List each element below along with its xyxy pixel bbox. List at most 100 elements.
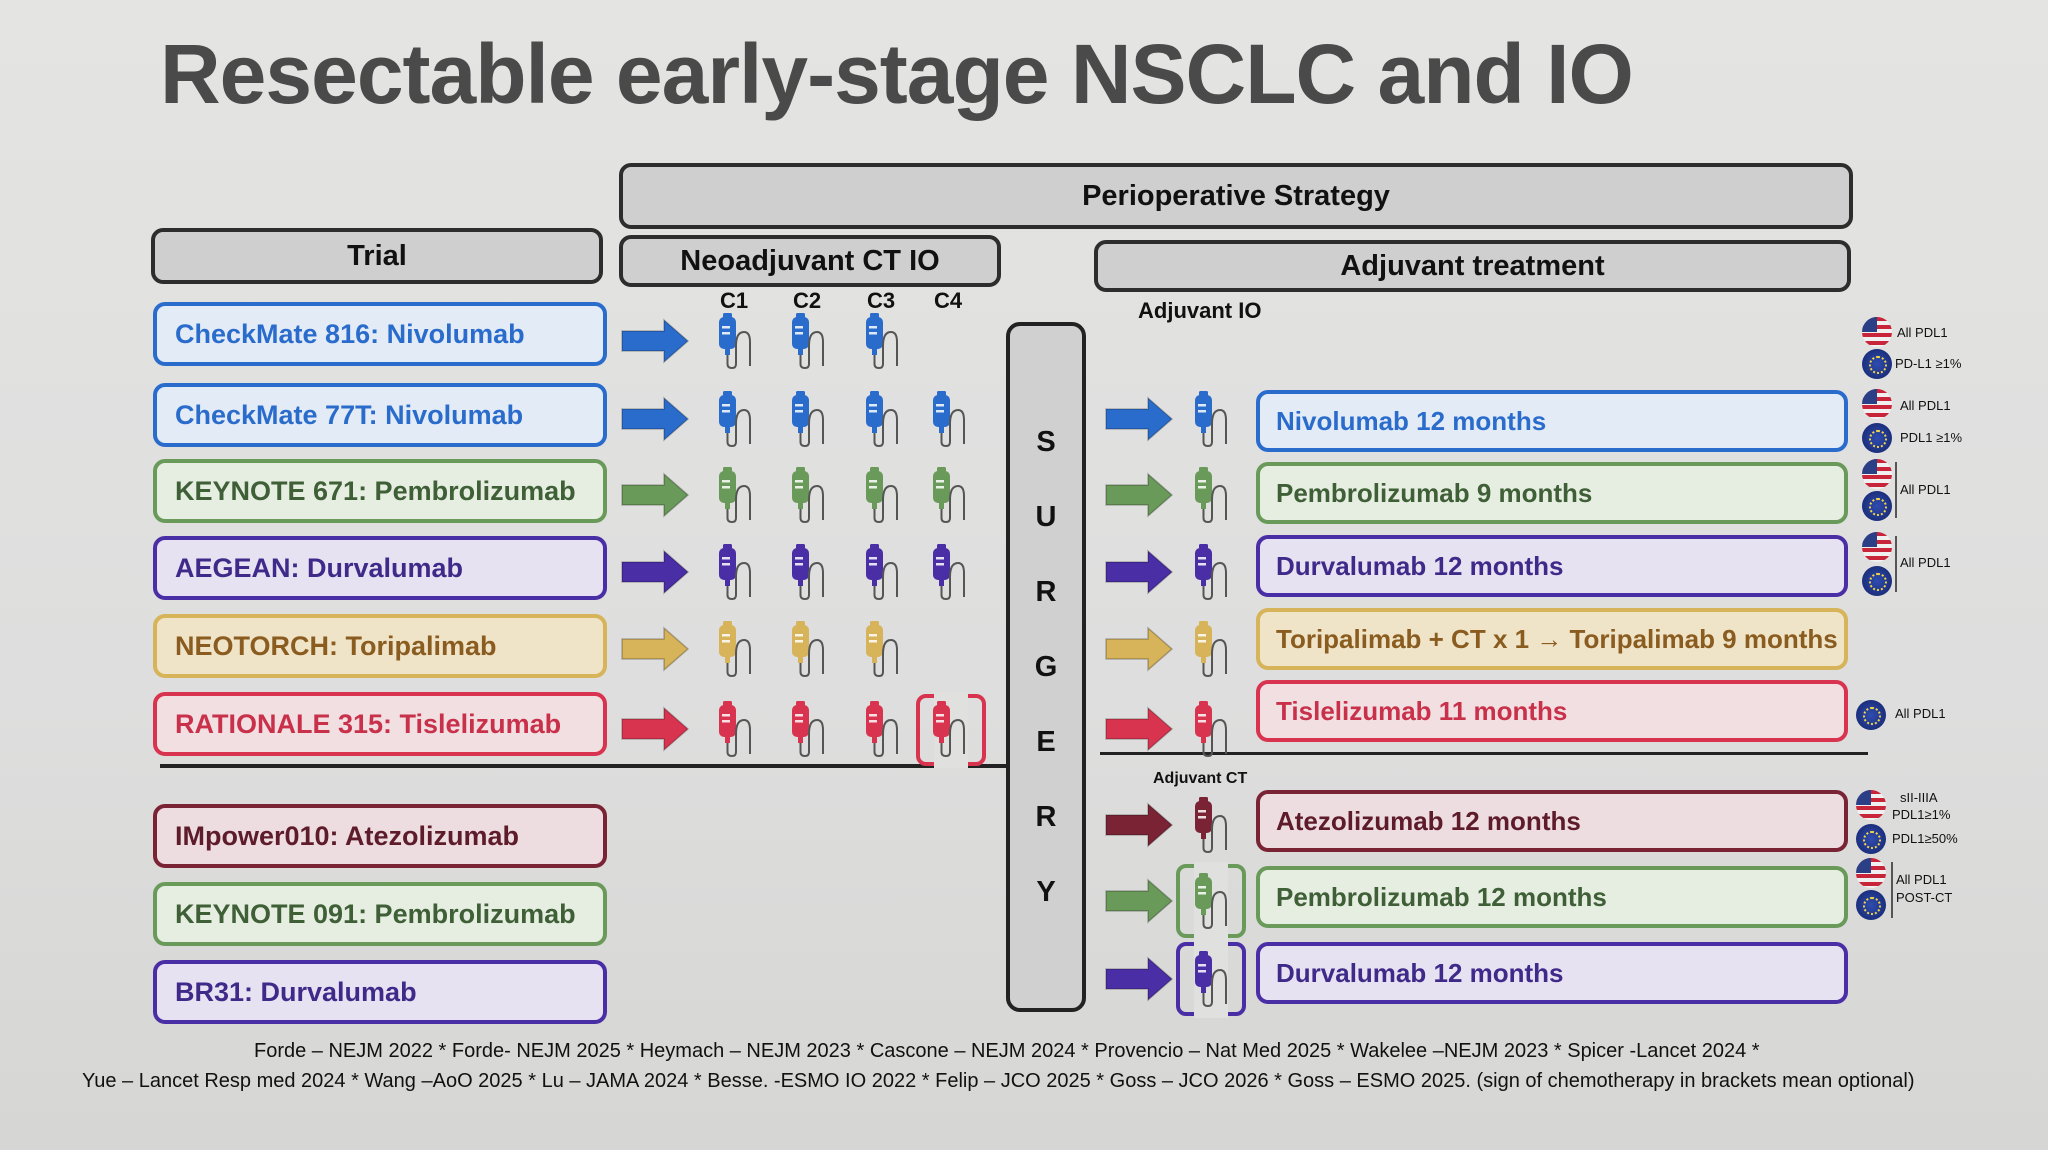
iv-drip-icon bbox=[719, 544, 751, 601]
header-neoadjuvant: Neoadjuvant CT IO bbox=[619, 235, 1001, 287]
iv-drip-icon bbox=[719, 467, 751, 524]
eu-flag-icon bbox=[1862, 349, 1892, 379]
surgery-letter: E bbox=[1036, 726, 1056, 758]
iv-drip-icon bbox=[866, 313, 898, 370]
arrow-icon bbox=[1105, 706, 1174, 752]
trial-rationale-315: RATIONALE 315: Tislelizumab bbox=[153, 692, 607, 756]
section-divider-right bbox=[1100, 752, 1868, 755]
iv-drip-icon bbox=[792, 391, 824, 448]
slide-title: Resectable early-stage NSCLC and IO bbox=[160, 27, 1634, 121]
cycle-label-c3: C3 bbox=[866, 288, 896, 313]
trial-keynote-671: KEYNOTE 671: Pembrolizumab bbox=[153, 459, 607, 523]
us-flag-icon bbox=[1862, 532, 1892, 562]
cycle-label-c1: C1 bbox=[719, 288, 749, 313]
arrow-icon bbox=[1105, 956, 1174, 1002]
iv-drip-icon bbox=[792, 467, 824, 524]
trial-checkmate-816: CheckMate 816: Nivolumab bbox=[153, 302, 607, 366]
pdl1-note: POST-CT bbox=[1896, 890, 1953, 905]
iv-drip-icon bbox=[792, 621, 824, 678]
iv-drip-icon bbox=[866, 621, 898, 678]
iv-drip-icon bbox=[933, 701, 965, 758]
iv-drip-icon bbox=[792, 313, 824, 370]
iv-drip-icon bbox=[866, 391, 898, 448]
bracket-line bbox=[1895, 536, 1897, 592]
iv-drip-icon bbox=[719, 621, 751, 678]
us-flag-icon bbox=[1862, 389, 1892, 419]
eu-flag-icon bbox=[1856, 890, 1886, 920]
eu-flag-icon bbox=[1856, 824, 1886, 854]
iv-drip-icon bbox=[1195, 621, 1227, 678]
iv-drip-icon bbox=[866, 544, 898, 601]
iv-drip-icon bbox=[719, 313, 751, 370]
surgery-letter: Y bbox=[1036, 876, 1056, 908]
section-divider-left bbox=[160, 764, 1006, 768]
arrow-icon bbox=[1105, 472, 1174, 518]
adjuvant-ct-label: Adjuvant CT bbox=[1153, 770, 1248, 787]
pdl1-note: All PDL1 bbox=[1896, 872, 1947, 887]
adjuvant-box-tislelizumab: Tislelizumab 11 months bbox=[1256, 680, 1848, 742]
adjuvant-io-label: Adjuvant IO bbox=[1138, 298, 1262, 323]
adjuvant-box-pembrolizumab-9: Pembrolizumab 9 months bbox=[1256, 462, 1848, 524]
arrow-icon bbox=[1105, 802, 1174, 848]
pdl1-note: PDL1 ≥1% bbox=[1900, 430, 1963, 445]
iv-drip-icon bbox=[792, 544, 824, 601]
us-flag-icon bbox=[1862, 459, 1892, 489]
us-flag-icon bbox=[1856, 858, 1886, 888]
trial-neotorch: NEOTORCH: Toripalimab bbox=[153, 614, 607, 678]
us-flag-icon bbox=[1856, 790, 1886, 820]
iv-drip-icon bbox=[1195, 544, 1227, 601]
us-flag-icon bbox=[1862, 317, 1892, 347]
pdl1-note: All PDL1 bbox=[1900, 555, 1951, 570]
trial-keynote-091: KEYNOTE 091: Pembrolizumab bbox=[153, 882, 607, 946]
iv-drip-icon bbox=[866, 701, 898, 758]
header-adjuvant-treatment: Adjuvant treatment bbox=[1094, 240, 1851, 292]
references-line-2: Yue – Lancet Resp med 2024 * Wang –AoO 2… bbox=[82, 1070, 1915, 1092]
pdl1-note: PDL1≥1% bbox=[1892, 807, 1951, 822]
eu-flag-icon bbox=[1862, 566, 1892, 596]
arrow-icon bbox=[1105, 626, 1174, 672]
iv-drip-icon bbox=[1195, 701, 1227, 758]
iv-drip-icon bbox=[1195, 951, 1227, 1008]
trial-impower010: IMpower010: Atezolizumab bbox=[153, 804, 607, 868]
arrow-icon bbox=[1105, 878, 1174, 924]
arrow-icon bbox=[1105, 396, 1174, 442]
bracket-line bbox=[1895, 462, 1897, 518]
eu-flag-icon bbox=[1862, 491, 1892, 521]
adjuvant-box-pembrolizumab-12: Pembrolizumab 12 months bbox=[1256, 866, 1848, 928]
pdl1-note: All PDL1 bbox=[1895, 706, 1946, 721]
iv-drip-icon bbox=[933, 391, 965, 448]
adjuvant-box-toripalimab: Toripalimab + CT x 1 → Toripalimab 9 mon… bbox=[1256, 608, 1848, 670]
pdl1-note: All PDL1 bbox=[1897, 325, 1948, 340]
arrow-icon bbox=[621, 706, 690, 752]
pdl1-note: PDL1≥50% bbox=[1892, 831, 1958, 846]
references-line-1: Forde – NEJM 2022 * Forde- NEJM 2025 * H… bbox=[254, 1040, 1760, 1062]
iv-drip-icon bbox=[866, 467, 898, 524]
arrow-icon bbox=[621, 396, 690, 442]
iv-drip-icon bbox=[719, 701, 751, 758]
arrow-icon bbox=[621, 549, 690, 595]
surgery-letter: U bbox=[1035, 501, 1057, 533]
eu-flag-icon bbox=[1856, 700, 1886, 730]
eu-flag-icon bbox=[1862, 423, 1892, 453]
surgery-column: S U R G E R Y bbox=[1006, 322, 1086, 1012]
pdl1-note: PD-L1 ≥1% bbox=[1895, 356, 1962, 371]
iv-drip-icon bbox=[1195, 873, 1227, 930]
arrow-icon bbox=[1105, 549, 1174, 595]
header-trial: Trial bbox=[151, 228, 603, 284]
adjuvant-box-durvalumab: Durvalumab 12 months bbox=[1256, 535, 1848, 597]
pdl1-note: All PDL1 bbox=[1900, 398, 1951, 413]
arrow-icon bbox=[621, 472, 690, 518]
trial-checkmate-77t: CheckMate 77T: Nivolumab bbox=[153, 383, 607, 447]
iv-drip-icon bbox=[719, 391, 751, 448]
iv-drip-icon bbox=[792, 701, 824, 758]
surgery-letter: G bbox=[1034, 651, 1058, 683]
arrow-icon bbox=[621, 626, 690, 672]
adjuvant-box-durvalumab-12: Durvalumab 12 months bbox=[1256, 942, 1848, 1004]
iv-drip-icon bbox=[933, 467, 965, 524]
iv-drip-icon bbox=[1195, 797, 1227, 854]
adjuvant-box-atezolizumab: Atezolizumab 12 months bbox=[1256, 790, 1848, 852]
cycle-label-c4: C4 bbox=[933, 288, 963, 313]
pdl1-note: sII-IIIA bbox=[1900, 790, 1938, 805]
iv-drip-icon bbox=[1195, 391, 1227, 448]
